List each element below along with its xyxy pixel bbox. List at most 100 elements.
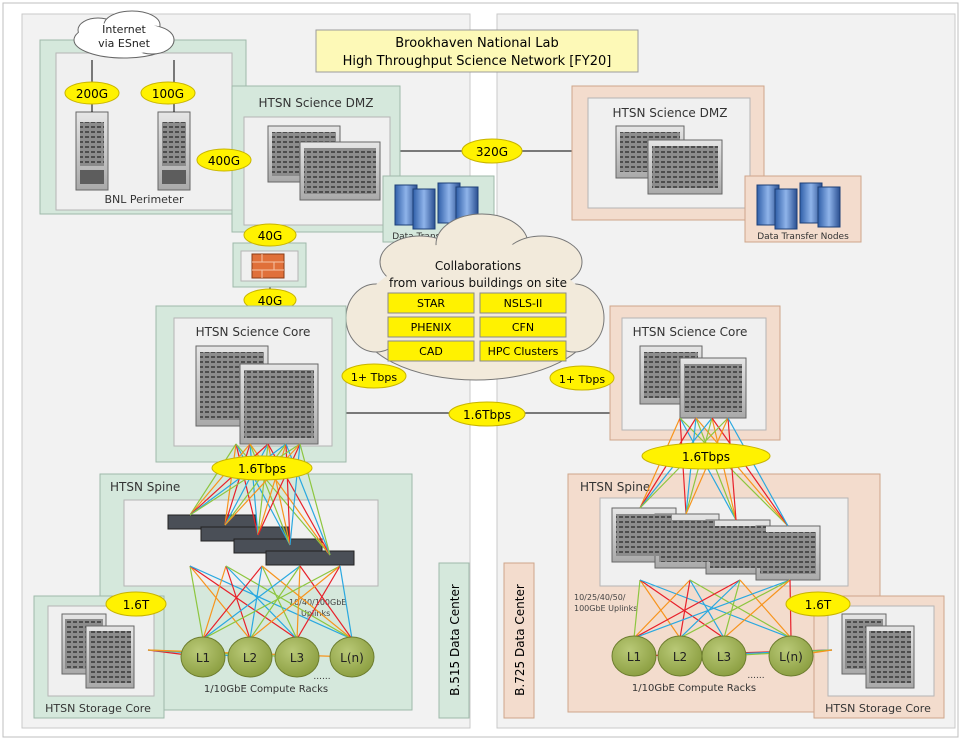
- collab-item-box: [387, 292, 475, 314]
- badge-core-interlink-label: 1.6Tbps: [463, 408, 511, 422]
- badge-right-collab-label: 1+ Tbps: [559, 373, 605, 386]
- leaf-node-label: L2: [243, 651, 257, 665]
- collab-item-box: [479, 340, 567, 362]
- spine-leaf-link: [639, 579, 792, 639]
- left-core-spine-link: [189, 443, 251, 516]
- left-core-switch-front: [239, 363, 319, 445]
- collab-item-box: [479, 316, 567, 338]
- router-right: [157, 111, 191, 191]
- collab-item-label: CAD: [419, 345, 443, 358]
- spine-leaf-link: [723, 579, 741, 639]
- badge-left-spine: [211, 455, 313, 481]
- right-core-spine-link: [695, 417, 789, 527]
- right-storage-switch-front: [865, 625, 915, 689]
- spine-leaf-link: [261, 565, 298, 640]
- spine-leaf-link: [189, 565, 251, 640]
- badge-left-storage-label: 1.6T: [123, 598, 150, 612]
- leaf-dots: ......: [313, 672, 330, 682]
- spine-leaf-link: [202, 565, 301, 640]
- left-dmz-switch-front: [299, 141, 381, 201]
- badge-fw-top-label: 40G: [258, 229, 283, 243]
- badge-400g: [196, 148, 252, 172]
- left-dmz-label: HTSN Science DMZ: [259, 96, 374, 110]
- badge-right-spine-label: 1.6Tbps: [682, 450, 730, 464]
- spine-leaf-link: [679, 579, 691, 639]
- right-uplinks-2: 100GbE Uplinks: [574, 604, 637, 613]
- collab-item-label: STAR: [417, 297, 445, 310]
- left-uplinks-1: 10/40/100GbE: [289, 598, 346, 607]
- leaf-node-label: L2: [673, 650, 687, 664]
- right-core-label: HTSN Science Core: [633, 325, 748, 339]
- spine-leaf-link: [202, 565, 341, 640]
- collab-line-2: from various buildings on site: [389, 276, 567, 290]
- collab-item-label: CFN: [512, 321, 534, 334]
- leaf-node: [227, 636, 273, 678]
- spine-leaf-link: [261, 565, 353, 640]
- badge-left-collab-label: 1+ Tbps: [351, 371, 397, 384]
- leaf-node-label: L3: [290, 651, 304, 665]
- spine-leaf-link: [689, 579, 792, 639]
- spine-leaf-link: [189, 565, 204, 640]
- badge-left-spine-label: 1.6Tbps: [238, 462, 286, 476]
- collab-item-label: PHENIX: [411, 321, 452, 334]
- spine-leaf-link: [225, 565, 298, 640]
- left-storage-label: HTSN Storage Core: [45, 702, 151, 715]
- spine-leaf-link: [296, 565, 341, 640]
- leaf-node: [180, 636, 226, 678]
- leaf-dots: ......: [747, 671, 764, 681]
- badge-320g: [461, 138, 523, 164]
- spine-leaf-link: [633, 579, 791, 639]
- leaf-node-label: L3: [717, 650, 731, 664]
- badge-100g-label: 100G: [152, 87, 184, 101]
- right-dmz-switch-front: [647, 139, 723, 195]
- left-spine-label: HTSN Spine: [110, 480, 180, 494]
- left-storage-switch-front: [85, 625, 135, 689]
- spine-leaf-link: [225, 565, 353, 640]
- leaf-node-label: L(n): [779, 650, 803, 664]
- internet-cloud: [73, 10, 175, 59]
- spine-leaf-link: [639, 579, 725, 639]
- badge-100g: [140, 81, 196, 105]
- spine-leaf-link: [689, 579, 725, 639]
- right-uplinks-1: 10/25/40/50/: [574, 593, 626, 602]
- spine-leaf-link: [189, 565, 298, 640]
- spine-leaf-link: [633, 579, 641, 639]
- badge-right-storage-label: 1.6T: [805, 598, 832, 612]
- right-dtn-servers: [756, 182, 841, 230]
- right-core-spine-link: [711, 417, 789, 527]
- badge-200g: [64, 81, 120, 105]
- right-spine-switches: [611, 507, 821, 581]
- leaf-node-label: L(n): [340, 651, 364, 665]
- b725-tag: [503, 562, 535, 719]
- collab-line-1: Collaborations: [435, 259, 521, 273]
- internet-label-1: Internet: [102, 23, 146, 36]
- left-spine-switches: [167, 514, 355, 566]
- leaf-node: [611, 635, 657, 677]
- right-core-spine-link: [727, 417, 789, 527]
- b725-label: B.725 Data Center: [513, 584, 527, 696]
- spine-leaf-link: [739, 579, 792, 639]
- spine-leaf-link: [633, 579, 741, 639]
- right-core-spine-link: [727, 417, 737, 521]
- right-storage-label: HTSN Storage Core: [825, 702, 931, 715]
- right-core-switch-front: [679, 357, 747, 419]
- collab-item-box: [387, 340, 475, 362]
- badge-core-interlink: [448, 401, 526, 427]
- leaf-node: [329, 636, 375, 678]
- leaf-node: [768, 635, 814, 677]
- internet-label-2: via ESnet: [98, 37, 150, 50]
- spine-leaf-link: [639, 579, 681, 639]
- spine-leaf-link: [339, 565, 353, 640]
- badge-right-storage: [785, 591, 851, 617]
- collab-item-box: [387, 316, 475, 338]
- router-left: [75, 111, 109, 191]
- collab-item-box: [479, 292, 567, 314]
- spine-leaf-link: [249, 565, 341, 640]
- title-line-2: High Throughput Science Network [FY20]: [343, 54, 612, 69]
- left-core-label: HTSN Science Core: [196, 325, 311, 339]
- spine-leaf-link: [723, 579, 791, 639]
- title-box: [315, 29, 639, 73]
